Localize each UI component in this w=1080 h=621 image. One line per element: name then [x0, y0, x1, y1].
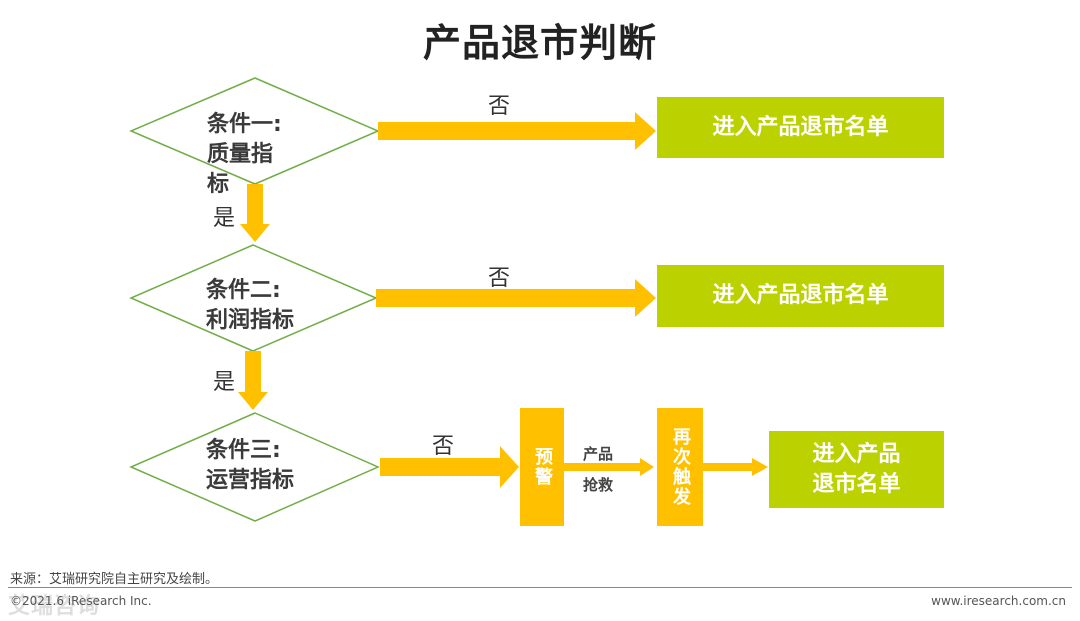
- label-yes-2: 是: [213, 370, 236, 395]
- condition-3-label: 条件三: 运营指标: [206, 436, 294, 496]
- rescue-label-line1: 产品: [583, 445, 614, 463]
- condition-1-line1: 条件一:: [207, 112, 282, 137]
- label-yes-1: 是: [213, 206, 236, 231]
- condition-2-line2: 利润指标: [206, 308, 295, 333]
- website-link[interactable]: www.iresearch.com.cn: [931, 594, 1066, 608]
- condition-1-label: 条件一: 质量指 标: [207, 110, 282, 200]
- condition-1-line3: 标: [207, 172, 230, 197]
- arrow-no-3: [380, 446, 519, 488]
- label-no-2: 否: [488, 266, 511, 291]
- source-note: 来源：艾瑞研究院自主研究及绘制。: [10, 572, 219, 587]
- copyright-text: ©2021.6 iResearch Inc.: [10, 594, 152, 608]
- retrigger-box: 再次触发: [657, 408, 703, 526]
- delist-box-1: 进入产品退市名单: [657, 97, 944, 158]
- label-no-3: 否: [432, 434, 455, 459]
- warning-box: 预警: [520, 408, 564, 526]
- footer-divider: [8, 587, 1072, 588]
- condition-3-line1: 条件三:: [206, 438, 281, 463]
- diamond-condition-3: [129, 412, 380, 522]
- delist-box-3: 进入产品 退市名单: [769, 431, 944, 508]
- arrow-no-2: [376, 279, 656, 317]
- condition-2-label: 条件二: 利润指标: [206, 276, 294, 336]
- arrow-no-1: [378, 112, 656, 150]
- watermark-logo: 艾瑞咨询: [8, 594, 101, 619]
- delist-box-2: 进入产品退市名单: [657, 265, 944, 327]
- arrow-yes-2: [238, 351, 268, 410]
- delist-box-3-line2: 退市名单: [812, 471, 901, 497]
- page-title: 产品退市判断: [422, 21, 657, 65]
- arrow-rescue: [564, 458, 654, 476]
- arrow-retrigger: [703, 458, 768, 476]
- delist-box-3-line1: 进入产品: [812, 441, 901, 467]
- label-no-1: 否: [488, 94, 511, 119]
- condition-3-line2: 运营指标: [206, 468, 295, 493]
- rescue-label-line2: 抢救: [583, 476, 614, 494]
- arrow-yes-1: [240, 184, 270, 242]
- condition-2-line1: 条件二:: [206, 278, 281, 303]
- condition-1-line2: 质量指: [207, 142, 274, 167]
